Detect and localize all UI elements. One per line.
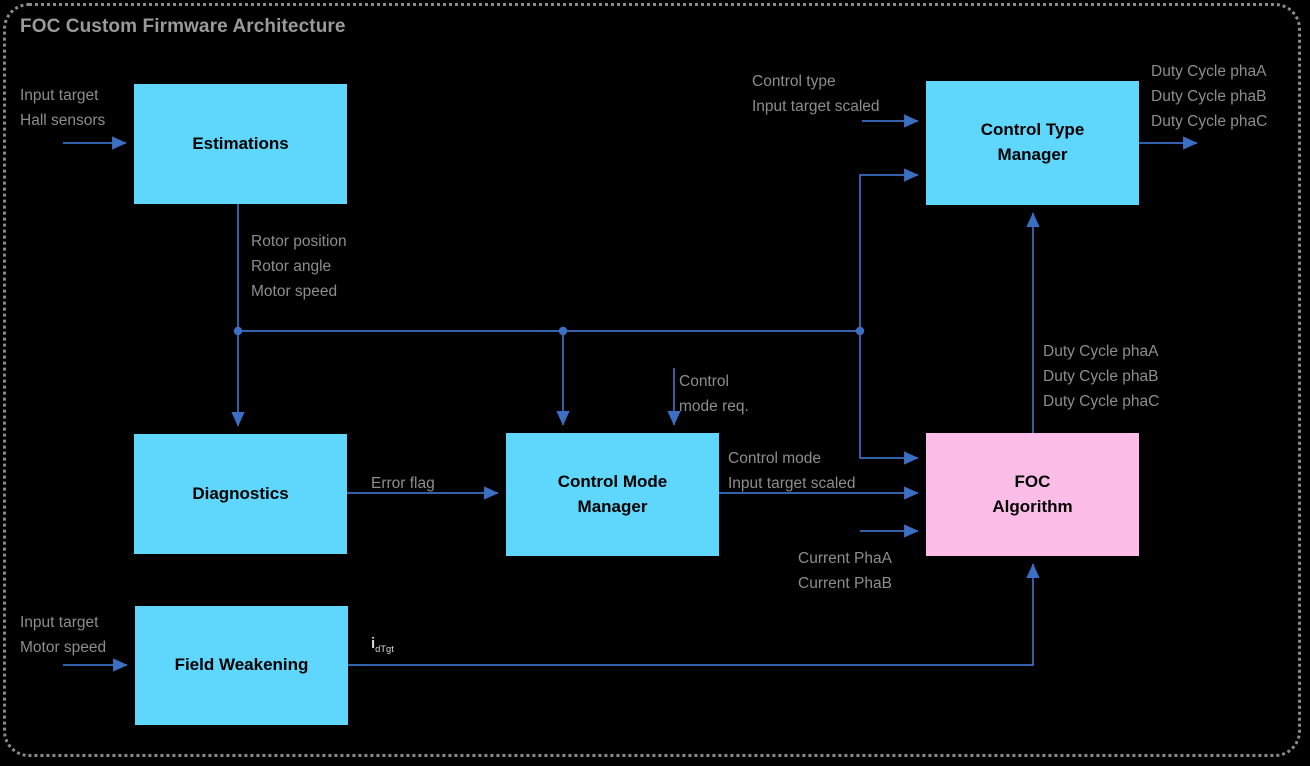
wire-bus-to-control-type-manager xyxy=(859,168,919,331)
junction-dot-middle xyxy=(558,326,568,336)
label-estimations-input: Input target Hall sensors xyxy=(20,87,106,130)
node-estimations[interactable]: Estimations xyxy=(134,84,347,204)
label-estimations-output: Rotor position Rotor angle Motor speed xyxy=(251,233,347,301)
node-field-weakening-label: Field Weakening xyxy=(174,655,309,675)
node-estimations-label: Estimations xyxy=(192,133,289,153)
wire-bus-to-foc-algorithm xyxy=(859,331,919,465)
label-control-mode-output: Control mode Input target scaled xyxy=(728,450,856,493)
idtgt-base: i xyxy=(371,635,376,652)
label-idtgt: idTgt xyxy=(371,635,394,654)
node-foc-algorithm-label: FOC Algorithm xyxy=(992,471,1073,516)
node-control-mode-manager-label: Control Mode Manager xyxy=(557,471,668,516)
label-field-weakening-input: Input target Motor speed xyxy=(20,614,107,657)
node-diagnostics[interactable]: Diagnostics xyxy=(134,434,347,554)
label-control-type-input: Control type Input target scaled xyxy=(752,73,880,116)
wire-idtgt-to-foc xyxy=(348,563,1040,666)
node-control-mode-manager[interactable]: Control Mode Manager xyxy=(506,433,719,556)
node-control-type-manager[interactable]: Control Type Manager xyxy=(926,81,1139,205)
junction-dot-left xyxy=(233,326,243,336)
node-control-type-manager-label: Control Type Manager xyxy=(980,120,1085,164)
label-error-flag: Error flag xyxy=(371,475,435,492)
junction-dot-right xyxy=(855,326,865,336)
label-control-type-output: Duty Cycle phaA Duty Cycle phaB Duty Cyc… xyxy=(1151,63,1268,131)
label-current-phases: Current PhaA Current PhaB xyxy=(798,550,892,593)
label-foc-duty-output: Duty Cycle phaA Duty Cycle phaB Duty Cyc… xyxy=(1043,343,1160,411)
node-foc-algorithm[interactable]: FOC Algorithm xyxy=(926,433,1139,556)
node-diagnostics-label: Diagnostics xyxy=(192,483,289,503)
label-control-mode-req: Control mode req. xyxy=(679,373,749,416)
node-field-weakening[interactable]: Field Weakening xyxy=(135,606,348,725)
idtgt-subscript: dTgt xyxy=(375,644,394,654)
page-title: FOC Custom Firmware Architecture xyxy=(20,16,346,37)
